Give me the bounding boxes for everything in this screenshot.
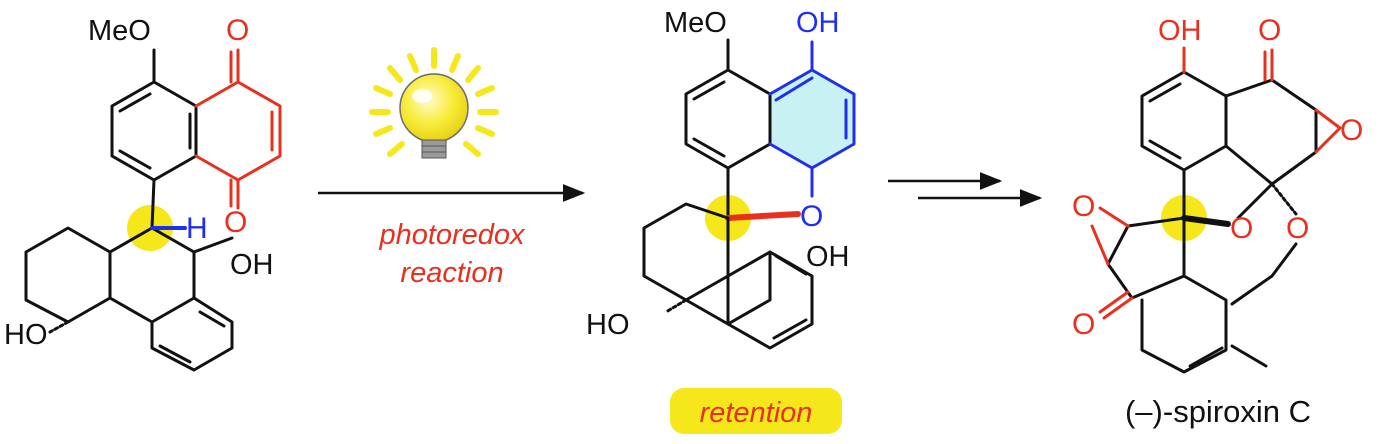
- methoxy-label: MeO: [88, 15, 151, 47]
- alcohol-ho-label: HO: [4, 319, 48, 351]
- product-spiro-o-right: O: [1286, 212, 1309, 245]
- intermediate-ring-oxygen: O: [800, 200, 823, 233]
- product-ketone-o-left: O: [1072, 308, 1095, 341]
- step1-condition-line2: reaction: [400, 257, 503, 289]
- retention-label: retention: [700, 397, 813, 429]
- product-ketone-o: O: [1258, 14, 1281, 47]
- light-bulb-icon: [369, 47, 499, 159]
- phenol-oh-label: OH: [230, 249, 274, 281]
- intermediate-structure: [642, 38, 856, 350]
- product-epoxide-o-right: O: [1340, 114, 1363, 147]
- retention-badge: [670, 388, 842, 434]
- intermediate-alcohol-ho: HO: [586, 309, 630, 341]
- quinone-oxygen-top: O: [226, 14, 249, 47]
- product-oh-top: OH: [1158, 15, 1202, 47]
- step1-condition-line1: photoredox: [378, 219, 526, 251]
- product-epoxide-o-left: O: [1072, 190, 1095, 223]
- intermediate-methoxy: MeO: [664, 7, 727, 39]
- product-structure: [1090, 46, 1342, 374]
- product-name: (–)-spiroxin C: [1125, 394, 1311, 429]
- product-spiro-o-left: O: [1230, 212, 1253, 245]
- starting-material: [24, 48, 282, 372]
- intermediate-oh-top: OH: [796, 7, 840, 39]
- hydrogen-label: H: [186, 212, 208, 245]
- intermediate-phenol-oh: OH: [806, 241, 850, 273]
- quinone-oxygen-bottom: O: [224, 206, 247, 239]
